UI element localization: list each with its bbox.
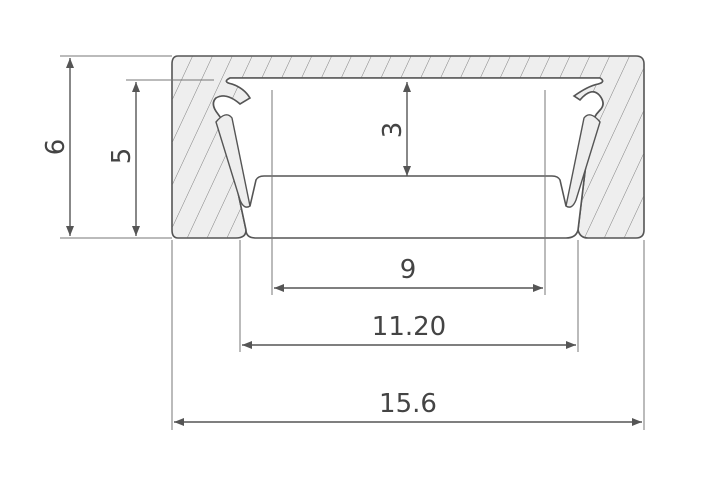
label-inner-width: 9 xyxy=(400,255,417,285)
dimension-lines xyxy=(66,58,642,426)
label-channel-depth: 3 xyxy=(378,122,408,139)
diffuser-insert xyxy=(249,175,567,207)
label-opening-width: 11.20 xyxy=(372,312,446,342)
label-inner-height: 5 xyxy=(107,148,137,165)
label-total-width: 15.6 xyxy=(379,389,437,419)
profile-hatching xyxy=(172,56,644,238)
extension-lines xyxy=(60,55,645,430)
profile-body xyxy=(171,55,645,239)
dimension-labels: 6 5 3 9 11.20 15.6 xyxy=(41,122,446,419)
label-total-height: 6 xyxy=(41,139,71,156)
